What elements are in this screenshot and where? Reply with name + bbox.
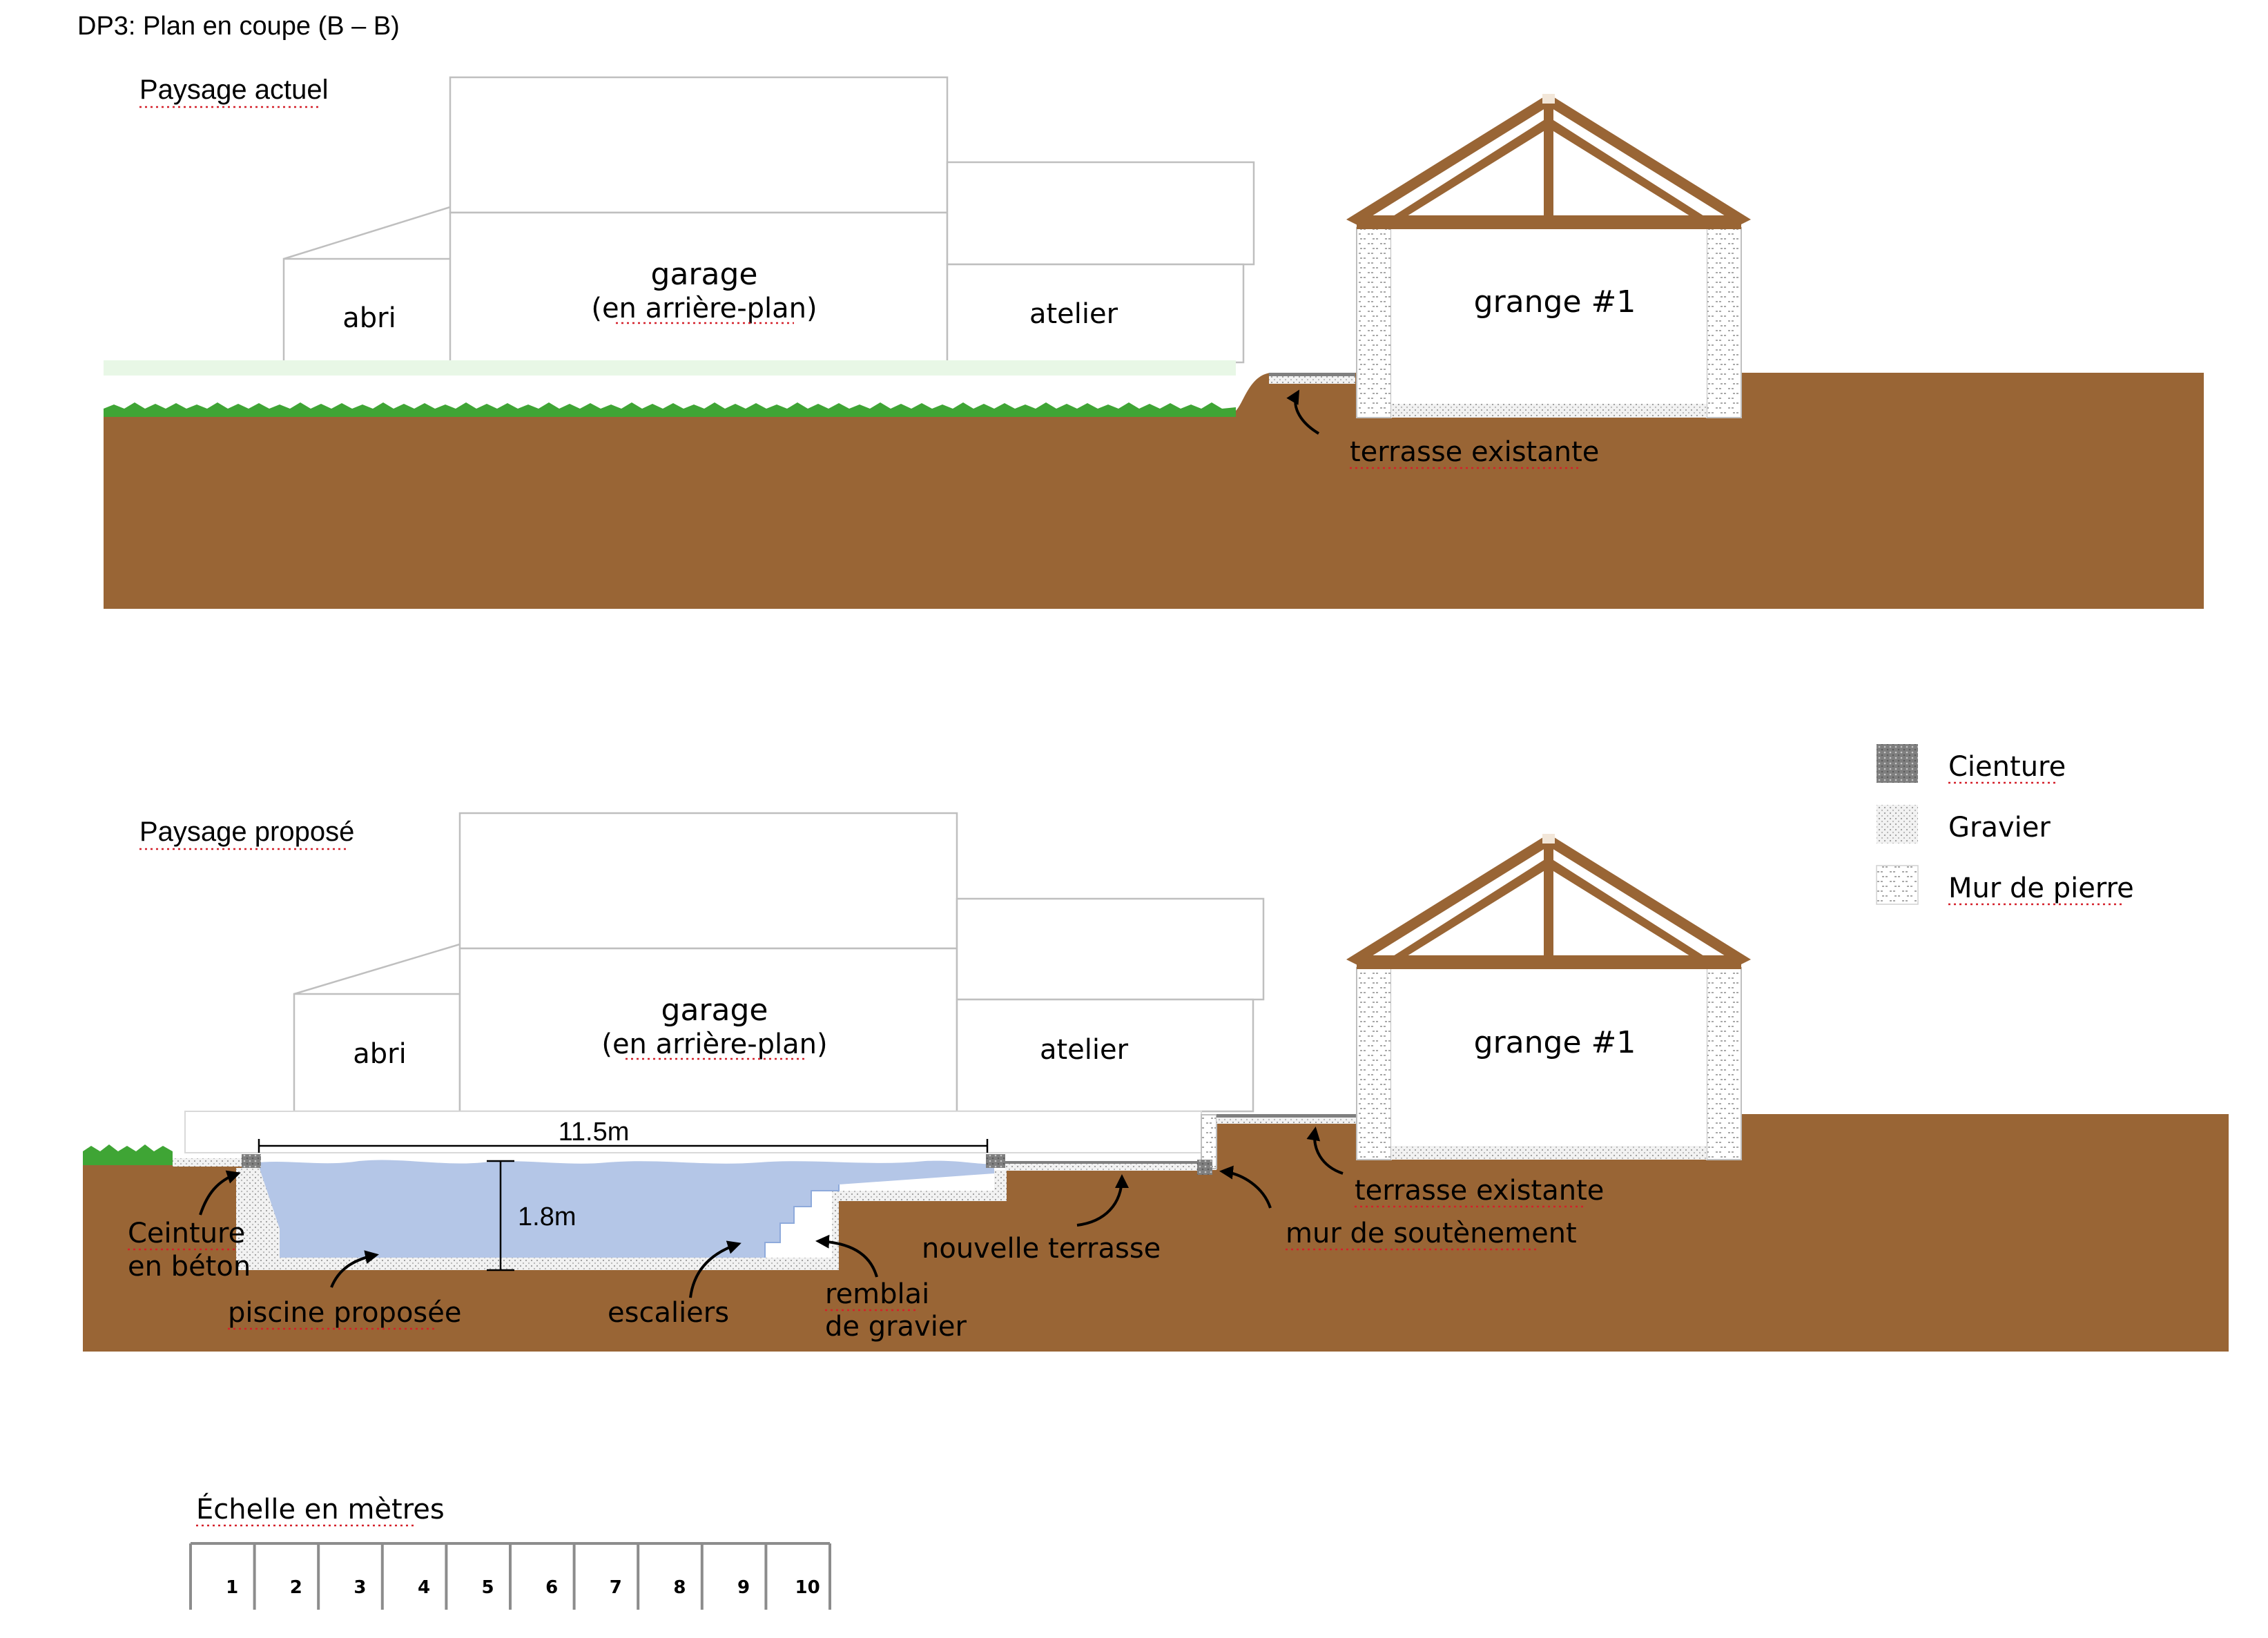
nouvelle-terrasse-arrow xyxy=(1076,1174,1129,1227)
piscine-label: piscine proposée xyxy=(228,1297,461,1329)
proposed-heading: Paysage proposé xyxy=(139,817,354,847)
grange-wall-left xyxy=(1356,227,1392,418)
grange-interior xyxy=(1391,228,1707,404)
abri-roof-line xyxy=(283,206,451,260)
remblai-label-2: de gravier xyxy=(825,1311,967,1343)
grange-floor xyxy=(1391,1146,1707,1160)
legend-label-gravier: Gravier xyxy=(1948,812,2051,844)
grange-interior xyxy=(1391,968,1707,1146)
atelier-label: atelier xyxy=(1029,298,1118,330)
scale-number: 5 xyxy=(482,1577,494,1598)
pool-length-label: 11.5m xyxy=(559,1118,630,1147)
mur-soutenement-base xyxy=(1197,1160,1212,1175)
soil xyxy=(83,1114,2229,1352)
grange-label: grange #1 xyxy=(1474,284,1636,320)
scale-bar: Échelle en mètres 1 2 3 4 5 6 7 8 9 10 xyxy=(189,1492,831,1610)
grange-floor xyxy=(1391,404,1707,418)
piscine-arrow xyxy=(330,1250,379,1288)
soil xyxy=(104,373,2204,609)
atelier-upper xyxy=(946,161,1255,266)
garage-label: garage xyxy=(661,993,768,1028)
abri-building xyxy=(293,993,461,1113)
nouvelle-terrasse-top xyxy=(1005,1161,1204,1164)
garage-building xyxy=(458,947,958,1113)
ceinture-label-1: Ceinture xyxy=(128,1218,245,1249)
pool-depth-dimension xyxy=(487,1160,514,1271)
scale-number: 4 xyxy=(418,1577,430,1598)
scale-ticks: 1 2 3 4 5 6 7 8 9 10 xyxy=(189,1543,831,1610)
terrasse-existante-slab xyxy=(1217,1114,1359,1118)
scale-number: 9 xyxy=(737,1577,750,1598)
ceinture-beton-left xyxy=(242,1154,261,1168)
abri-label: abri xyxy=(353,1038,406,1070)
current-heading: Paysage actuel xyxy=(139,75,329,105)
pool-water xyxy=(259,1160,994,1258)
mur-label: mur de soutènement xyxy=(1286,1218,1577,1249)
terrasse-gauche xyxy=(173,1158,242,1167)
remblai-arrow xyxy=(815,1234,878,1278)
escaliers-arrow xyxy=(689,1240,742,1298)
legend: Cienture Gravier Mur de pierre xyxy=(1876,744,2134,906)
atelier-building xyxy=(956,998,1254,1113)
current-section: Paysage actuel abri garage (en arrière-p… xyxy=(104,75,2204,609)
mur-arrow xyxy=(1219,1165,1272,1209)
legend-swatch-gravier xyxy=(1877,805,1918,844)
grange-wall-right xyxy=(1706,967,1742,1160)
gravel-backfill-left xyxy=(236,1168,264,1270)
gravel-backfill xyxy=(235,1167,1007,1270)
legend-swatch-mur xyxy=(1876,865,1919,905)
legend-swatch-cienture xyxy=(1877,744,1918,783)
scale-number: 7 xyxy=(610,1577,622,1598)
escaliers-label: escaliers xyxy=(608,1297,729,1329)
grass-faint xyxy=(104,360,1236,376)
terrasse-arrow xyxy=(1306,1127,1344,1175)
atelier-upper xyxy=(956,897,1265,1001)
atelier-label: atelier xyxy=(1040,1034,1129,1066)
pool-depth-label: 1.8m xyxy=(518,1202,576,1231)
scale-title: Échelle en mètres xyxy=(196,1492,445,1525)
nouvelle-terrasse-label: nouvelle terrasse xyxy=(922,1233,1161,1265)
garage-upper xyxy=(449,76,949,214)
grass xyxy=(104,402,1236,417)
garage-building xyxy=(449,211,949,364)
scale-number: 8 xyxy=(673,1577,686,1598)
abri-building xyxy=(282,257,452,364)
grange-label: grange #1 xyxy=(1474,1025,1636,1060)
garage-upper xyxy=(458,812,958,950)
scale-number: 1 xyxy=(226,1577,238,1598)
page-title: DP3: Plan en coupe (B – B) xyxy=(77,12,400,41)
pool-steps xyxy=(764,1184,840,1258)
scale-number: 3 xyxy=(353,1577,366,1598)
grange-wall-right xyxy=(1706,227,1742,418)
terrasse-existante-slab xyxy=(1269,373,1355,376)
abri-label: abri xyxy=(342,302,396,334)
ceinture-arrow xyxy=(199,1170,241,1216)
pool-length-dimension xyxy=(258,1139,989,1153)
garage-label: garage xyxy=(651,257,758,292)
legend-label-mur: Mur de pierre xyxy=(1948,872,2134,904)
abri-roof-line xyxy=(293,943,461,995)
garage-sub-label: (en arrière-plan) xyxy=(601,1028,827,1060)
roof-truss xyxy=(1346,834,1751,969)
scale-number: 6 xyxy=(545,1577,558,1598)
roof-truss xyxy=(1346,94,1751,229)
ceinture-label-2: en béton xyxy=(128,1251,251,1283)
scale-number: 10 xyxy=(795,1577,820,1598)
grass-cap xyxy=(83,1151,173,1165)
scale-number: 2 xyxy=(290,1577,302,1598)
grange-wall-left xyxy=(1356,967,1392,1160)
proposed-section: Paysage proposé abri garage (en arrière-… xyxy=(83,812,2229,1352)
garage-sub-label: (en arrière-plan) xyxy=(591,293,817,324)
remblai-label-1: remblai xyxy=(825,1278,929,1310)
legend-label-cienture: Cienture xyxy=(1948,751,2066,783)
ceinture-beton-right xyxy=(986,1154,1005,1168)
terrasse-existante-label: terrasse existante xyxy=(1355,1175,1604,1207)
terrasse-existante-label: terrasse existante xyxy=(1350,436,1599,468)
terrasse-arrow xyxy=(1286,389,1320,435)
